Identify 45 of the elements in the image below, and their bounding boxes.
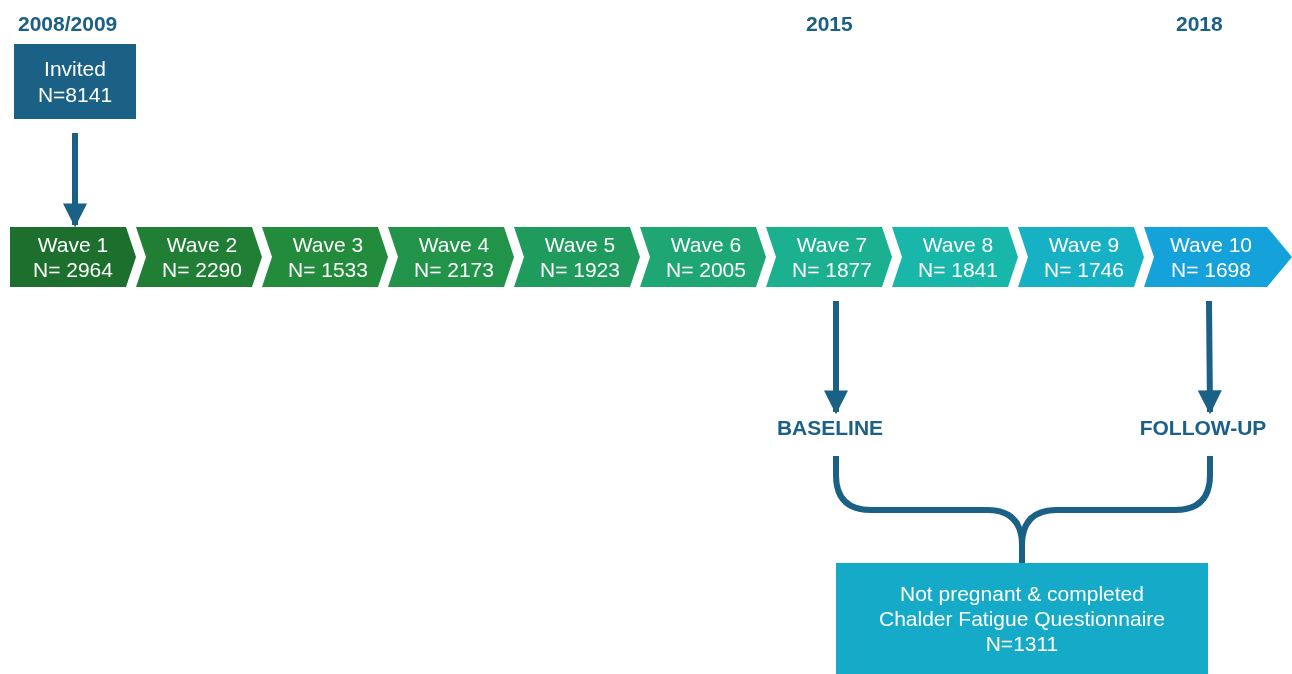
box-title: Wave 7 — [796, 231, 868, 257]
timeline-step — [892, 227, 1018, 287]
brace-connector — [1019, 456, 1213, 563]
count-text: N= 1841 — [918, 257, 998, 283]
year-label: 2018 — [1176, 12, 1223, 36]
timeline-step — [640, 227, 766, 287]
year-label: 2008/2009 — [18, 12, 118, 36]
timeline-step — [766, 227, 892, 287]
count-text: N=8141 — [37, 81, 113, 107]
box-title: Wave 6 — [670, 231, 742, 257]
box-title: Wave 1 — [37, 231, 109, 257]
box-title: Wave 2 — [166, 231, 238, 257]
timeline-step — [10, 227, 136, 287]
count-text: N= 1746 — [1044, 257, 1124, 283]
arrow — [1197, 300, 1222, 415]
info-box — [836, 563, 1208, 674]
count-text: N= 1533 — [288, 257, 368, 283]
timeline-step — [1144, 227, 1292, 287]
arrow — [824, 301, 848, 415]
count-text: N= 1698 — [1171, 257, 1251, 283]
stage-title: BASELINE — [776, 415, 884, 441]
count-text: N=1311 — [985, 631, 1059, 657]
stage-title: FOLLOW-UP — [1139, 415, 1267, 441]
box-title: Wave 4 — [418, 231, 490, 257]
count-text: N= 2173 — [414, 257, 494, 283]
count-text: N= 2005 — [666, 257, 746, 283]
count-text: N= 1877 — [792, 257, 872, 283]
arrow — [63, 133, 87, 228]
timeline-step — [136, 227, 262, 287]
year-label: 2015 — [806, 12, 853, 36]
box-title: Wave 3 — [292, 231, 364, 257]
count-text: N= 2290 — [162, 257, 242, 283]
info-box — [14, 44, 136, 119]
box-title: Wave 10 — [1169, 231, 1253, 257]
timeline-step — [388, 227, 514, 287]
box-title: Wave 5 — [544, 231, 616, 257]
timeline-step — [1018, 227, 1144, 287]
box-title: Wave 8 — [922, 231, 994, 257]
timeline-step — [262, 227, 388, 287]
timeline-step — [514, 227, 640, 287]
count-text: N= 1923 — [540, 257, 620, 283]
box-title: Invited — [44, 56, 106, 82]
box-title: Wave 9 — [1048, 231, 1120, 257]
box-title: Not pregnant & completed Chalder Fatigue Questionnaire — [878, 580, 1166, 632]
count-text: N= 2964 — [33, 257, 113, 283]
